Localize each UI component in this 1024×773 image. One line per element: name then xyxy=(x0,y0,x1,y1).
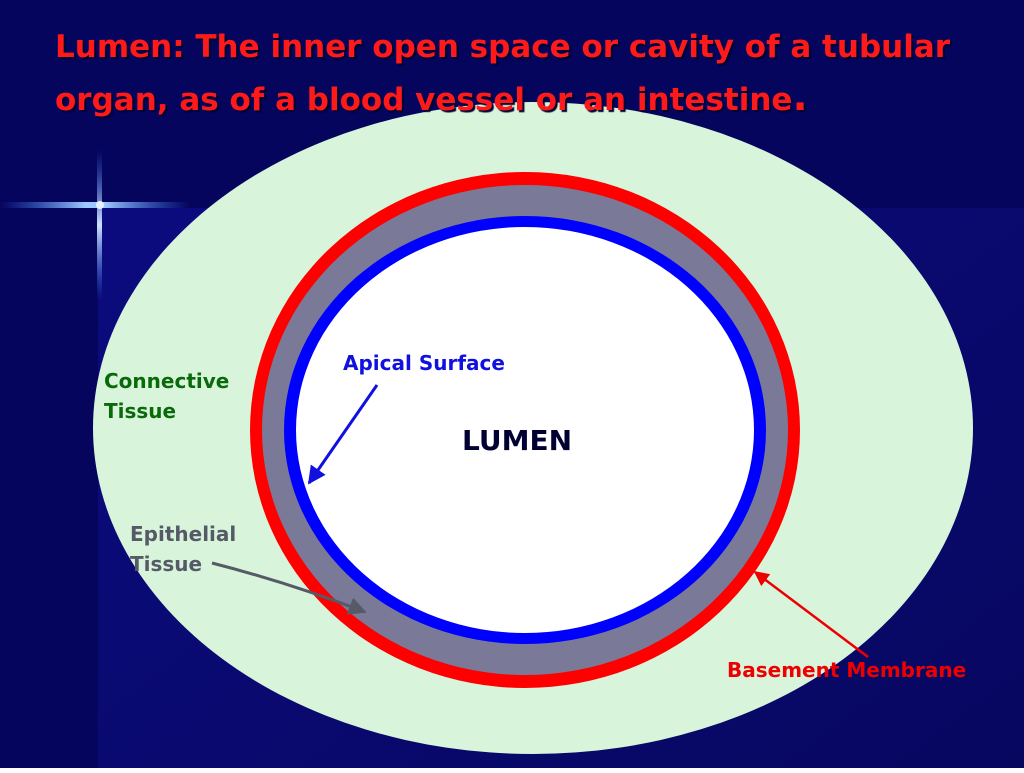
lumen-region xyxy=(296,227,754,633)
slide-title-text: Lumen: The inner open space or cavity of… xyxy=(55,29,951,118)
lens-flare-horizontal xyxy=(0,202,190,208)
connective-tissue-label-line-1: Connective xyxy=(104,369,230,393)
left-band xyxy=(0,208,98,768)
basement-membrane-label: Basement Membrane xyxy=(727,658,967,682)
slide-title-period: . xyxy=(792,74,808,120)
epithelial-tissue-label-line-1: Epithelial xyxy=(130,522,237,546)
apical-surface-arrow xyxy=(307,384,379,485)
epithelial-tissue-label: Epithelial Tissue xyxy=(130,519,236,579)
apical-surface-label: Apical Surface xyxy=(343,351,505,375)
connective-tissue-label-line-2: Tissue xyxy=(104,399,177,423)
slide-title: Lumen: The inner open space or cavity of… xyxy=(55,22,985,125)
lens-flare-vertical xyxy=(97,150,102,300)
basement-membrane-arrow xyxy=(753,571,869,658)
epithelial-tissue-label-line-2: Tissue xyxy=(130,552,203,576)
lens-flare-star-icon xyxy=(96,201,104,209)
lumen-label: LUMEN xyxy=(462,424,573,457)
epithelial-tissue-arrow xyxy=(211,561,367,615)
connective-tissue-label: Connective Tissue xyxy=(104,366,229,426)
